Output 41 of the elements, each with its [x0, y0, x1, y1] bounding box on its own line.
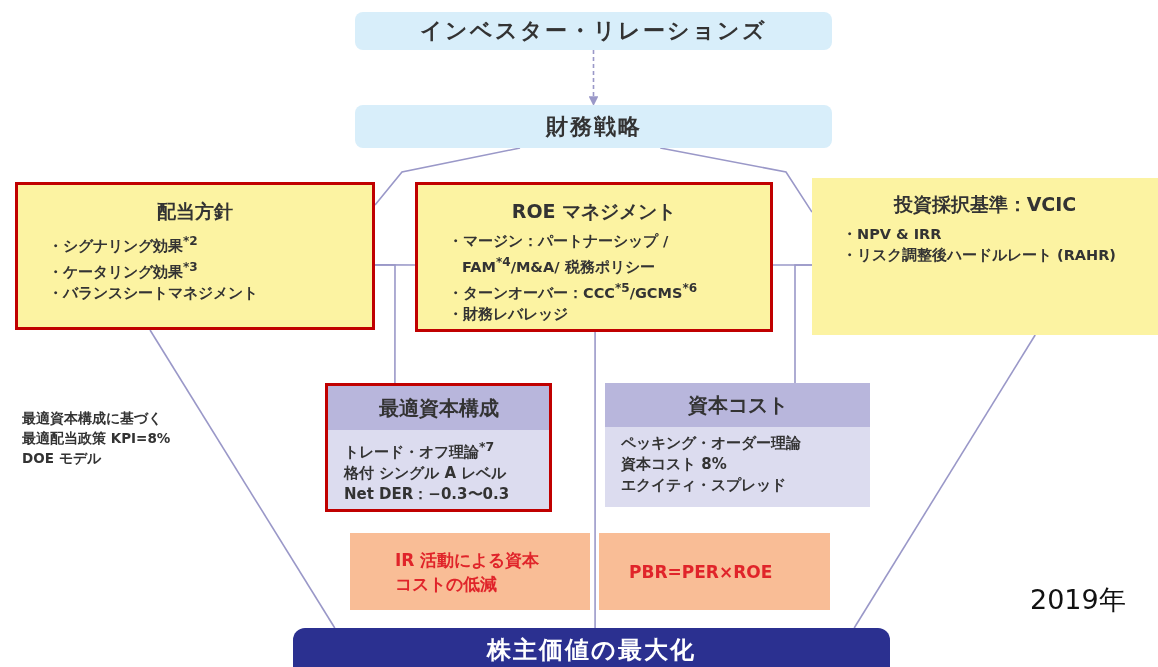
box-header: 最適資本構成	[328, 386, 549, 430]
connector-line	[594, 331, 596, 629]
body-line: トレード・オフ理論$^{*7}$	[343, 438, 496, 463]
policy-box	[415, 182, 773, 332]
box-header: 資本コスト	[605, 383, 870, 427]
connector-line	[794, 264, 813, 384]
policy-box	[15, 182, 375, 330]
highlight-band	[599, 533, 830, 610]
bullet-item: ・ケータリング効果$^{*3}$	[48, 258, 199, 282]
policy-box	[812, 178, 1158, 335]
connector-line	[374, 147, 521, 206]
body-line: エクイティ・スプレッド	[620, 475, 787, 496]
highlight-band	[350, 533, 590, 610]
connector-line	[853, 334, 1036, 629]
concept-box	[605, 383, 870, 507]
band-text: IR 活動による資本コストの低減	[395, 548, 541, 596]
bullet-item: ・ターンオーバー：CCC$^{*5}$/GCMS$^{*6}$	[448, 279, 699, 303]
bullet-item: ・シグナリング効果$^{*2}$	[48, 233, 199, 256]
body-line: Net DER：−0.3〜0.3	[343, 484, 511, 505]
concept-box	[325, 383, 552, 512]
bullet-item: ・バランスシートマネジメント	[48, 283, 259, 303]
box-title: ROE マネジメント	[510, 199, 678, 224]
banner-box: インベスター・リレーションズ	[355, 12, 832, 50]
body-line: ペッキング・オーダー理論	[620, 433, 802, 454]
arrow	[588, 49, 599, 106]
bullet-item: ・NPV & IRR	[842, 225, 943, 244]
bullet-item: ・リスク調整後ハードルレート (RAHR)	[842, 246, 1117, 265]
goal-bar: 株主価値の最大化	[293, 628, 890, 667]
connector-line	[374, 264, 396, 384]
body-line: 資本コスト 8%	[620, 454, 728, 475]
note-text: 最適資本構成に基づく最適配当政策 KPI=8% DOE モデル	[22, 409, 172, 468]
bullet-item: ・財務レバレッジ	[448, 304, 569, 324]
band-text: PBR=PER×ROE	[629, 560, 774, 584]
date-text: 2019年	[1030, 583, 1126, 617]
strategy-box: 財務戦略	[355, 105, 832, 148]
connector-line	[149, 329, 336, 629]
body-line: 格付 シングル A レベル	[342, 463, 508, 484]
bullet-item: ・マージン：パートナーシップ / FAM$^{*4}$/M&A/ 税務ポリシー	[448, 232, 670, 277]
box-title: 配当方針	[156, 199, 234, 224]
connector-line	[659, 147, 813, 213]
box-title: 投資採択基準：VCIC	[892, 192, 1078, 217]
